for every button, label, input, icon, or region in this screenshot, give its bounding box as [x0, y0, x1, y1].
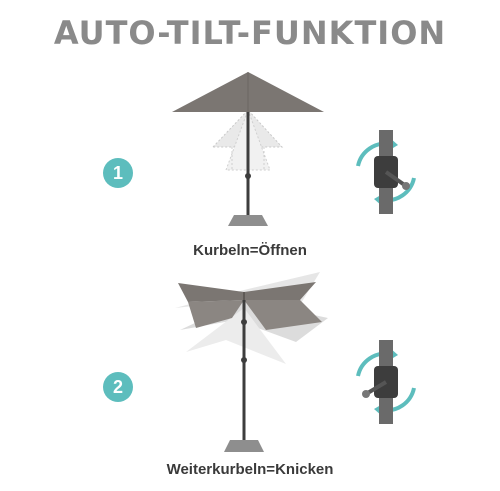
umbrella-open-icon	[172, 72, 324, 226]
step-badge-2: 2	[103, 372, 133, 402]
umbrella-tilt-icon	[175, 272, 328, 452]
step-2-caption: Weiterkurbeln=Knicken	[166, 461, 334, 478]
crank-rotate-icon	[356, 340, 416, 424]
step-1-caption: Kurbeln=Öffnen	[193, 242, 307, 259]
step-badge-1: 1	[103, 158, 133, 188]
crank-rotate-icon	[356, 130, 416, 214]
page-title: AUTO-TILT-FUNKTION	[53, 14, 447, 52]
